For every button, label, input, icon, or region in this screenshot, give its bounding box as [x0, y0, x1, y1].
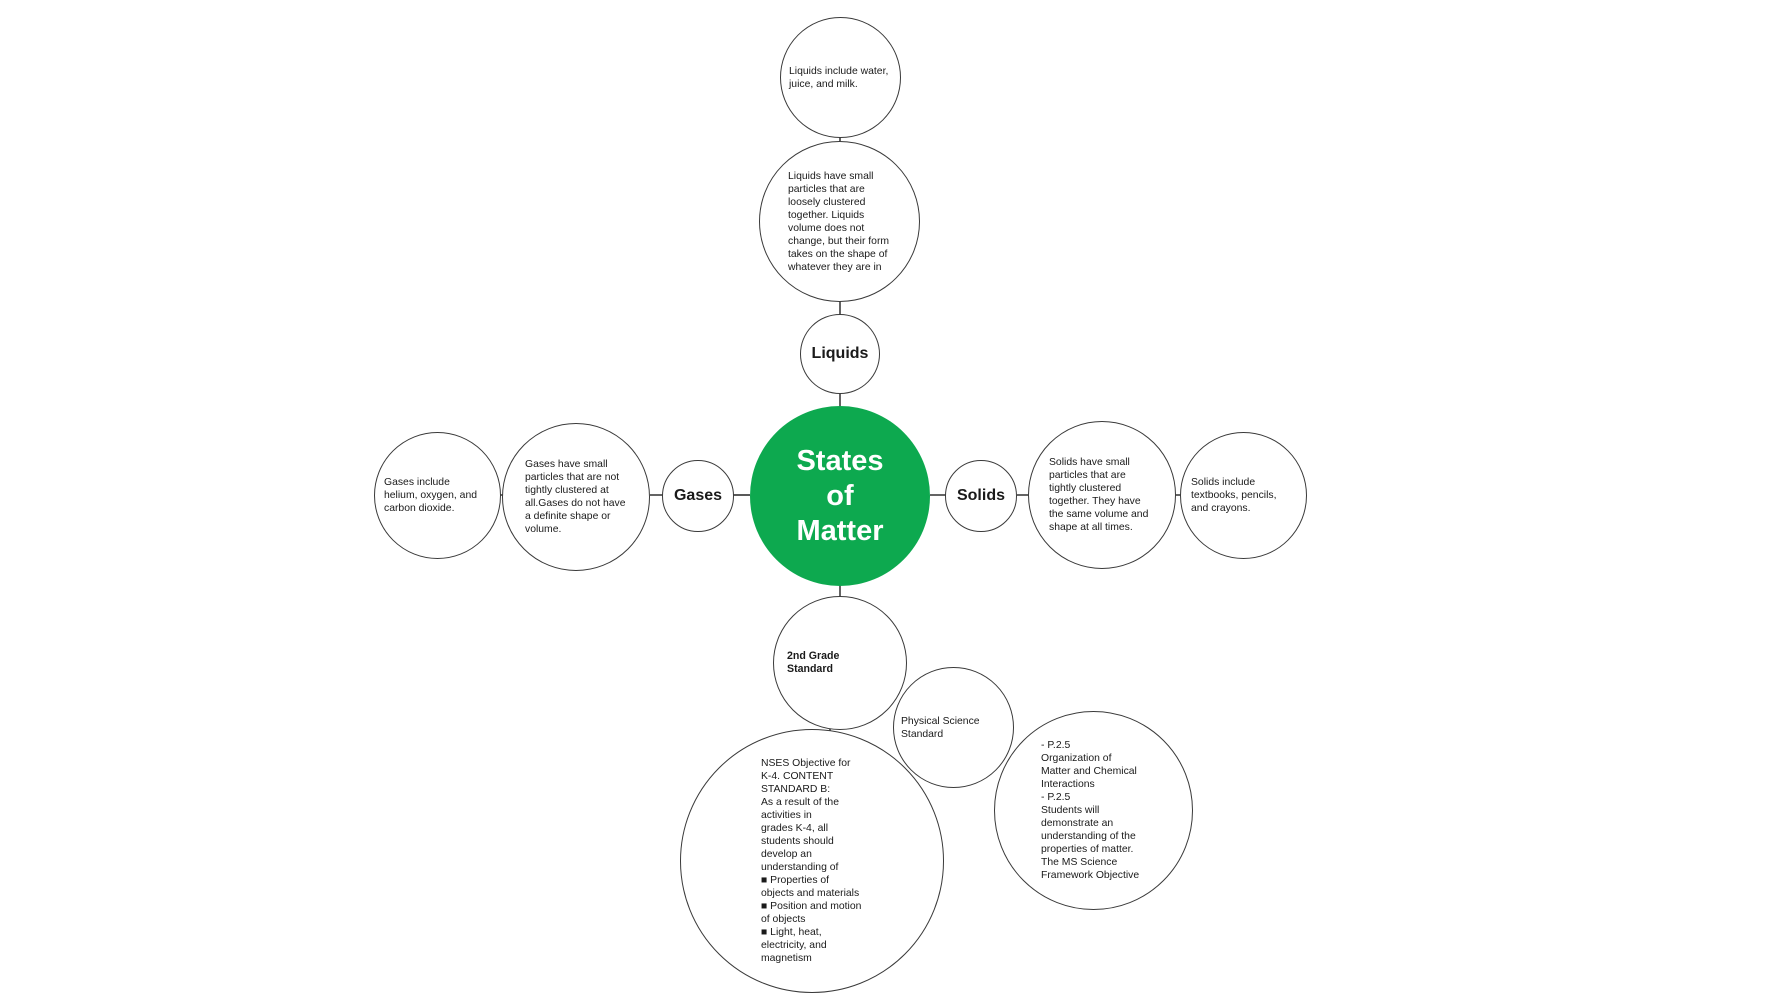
- center-topic-title: States of Matter: [796, 444, 884, 547]
- gas-description-node: Gases have small particles that are not …: [502, 423, 650, 571]
- liquids-label: Liquids: [811, 345, 869, 362]
- physical-science-node: Physical Science Standard: [893, 667, 1014, 788]
- grade-standard-node: 2nd Grade Standard: [773, 596, 907, 730]
- gases-label: Gases: [673, 487, 723, 504]
- grade-standard-label: 2nd Grade Standard: [787, 650, 840, 675]
- solids-label-node: Solids: [945, 460, 1017, 532]
- liquid-description-text: Liquids have small particles that are lo…: [788, 170, 890, 273]
- solids-label: Solids: [956, 487, 1005, 504]
- solid-examples-node: Solids include textbooks, pencils, and c…: [1180, 432, 1307, 559]
- gas-examples-node: Gases include helium, oxygen, and carbon…: [374, 432, 501, 559]
- liquids-label-node: Liquids: [800, 314, 880, 394]
- nses-objective-text: NSES Objective for K-4. CONTENT STANDARD…: [761, 758, 862, 964]
- gas-examples-text: Gases include helium, oxygen, and carbon…: [384, 477, 477, 514]
- center-topic-node: States of Matter: [750, 406, 930, 586]
- ms-framework-text: - P.2.5 Organization of Matter and Chemi…: [1041, 740, 1140, 881]
- solid-description-node: Solids have small particles that are tig…: [1028, 421, 1176, 569]
- gases-label-node: Gases: [662, 460, 734, 532]
- ms-framework-node: - P.2.5 Organization of Matter and Chemi…: [994, 711, 1193, 910]
- gas-description-text: Gases have small particles that are not …: [525, 459, 626, 535]
- physical-science-text: Physical Science Standard: [901, 715, 980, 740]
- solid-description-text: Solids have small particles that are tig…: [1049, 457, 1149, 533]
- nses-objective-node: NSES Objective for K-4. CONTENT STANDARD…: [680, 729, 944, 993]
- liquid-examples-node: Liquids include water, juice, and milk.: [780, 17, 901, 138]
- liquid-description-node: Liquids have small particles that are lo…: [759, 141, 920, 302]
- liquid-examples-text: Liquids include water, juice, and milk.: [789, 65, 889, 90]
- solid-examples-text: Solids include textbooks, pencils, and c…: [1191, 477, 1277, 514]
